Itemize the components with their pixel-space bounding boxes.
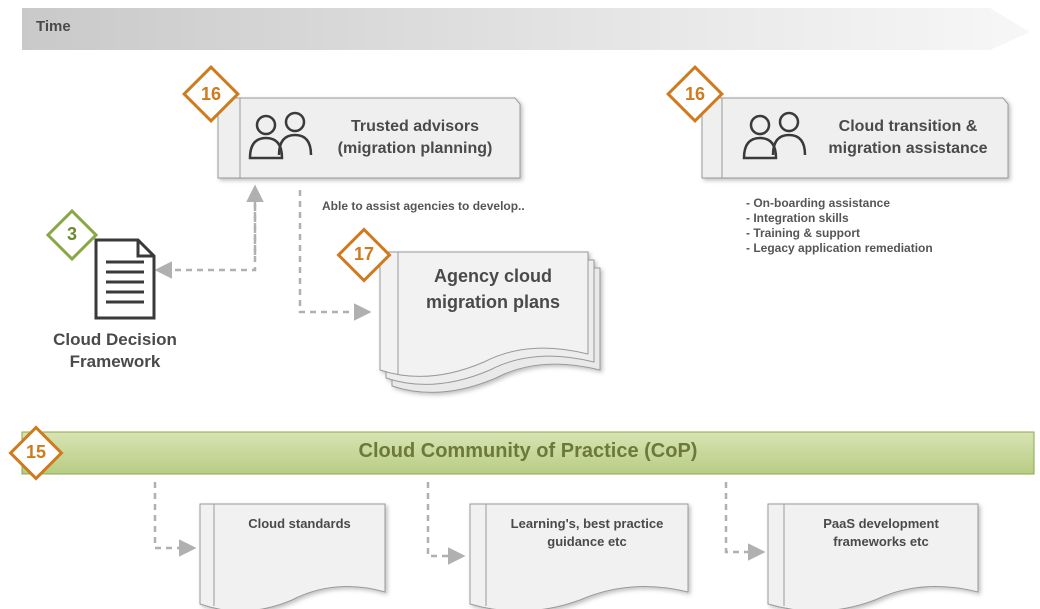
doc-learnings	[469, 503, 689, 609]
transition-bullet-list: - On-boarding assistance - Integration s…	[746, 196, 933, 256]
arrow-cop-to-paas	[724, 482, 766, 561]
transition-title-line1: Cloud transition &	[838, 118, 978, 135]
doc-paas	[767, 503, 979, 609]
badge-diamond-transition	[666, 65, 724, 123]
framework-label-line1: Cloud Decision	[53, 330, 177, 349]
badge-diamond-cop	[8, 425, 64, 481]
advisors-box	[217, 97, 521, 179]
advisors-title-line2: (migration planning)	[337, 140, 493, 157]
doc-learnings-line1: Learning's, best practice	[510, 516, 664, 531]
transition-title-line2: migration assistance	[828, 140, 988, 157]
doc-paas-line1: PaaS development	[823, 516, 939, 531]
framework-label-line2: Framework	[69, 352, 161, 371]
badge-diamond-advisors	[182, 65, 240, 123]
transition-bullet: - Legacy application remediation	[746, 241, 933, 255]
cop-title: Cloud Community of Practice (CoP)	[358, 440, 698, 462]
plans-label-line1: Agency cloud	[433, 266, 553, 286]
arrow-cop-to-learnings	[426, 482, 466, 565]
advisors-title-line1: Trusted advisors	[350, 118, 480, 135]
cop-bar	[21, 431, 1035, 475]
doc-standards	[199, 503, 386, 609]
transition-bullet: - Integration skills	[746, 211, 849, 225]
time-label: Time	[36, 18, 71, 35]
doc-standards-line1: Cloud standards	[248, 516, 351, 531]
plans-label-line2: migration plans	[425, 292, 560, 312]
badge-diamond-plans	[336, 227, 392, 283]
transition-bullet: - On-boarding assistance	[746, 196, 891, 210]
badge-framework: 3	[66, 224, 77, 244]
document-icon	[94, 238, 156, 320]
arrow-advisors-to-framework	[154, 190, 257, 279]
badge-advisors: 16	[200, 84, 222, 104]
plans-stack	[379, 251, 601, 393]
doc-paas-line2: frameworks etc	[833, 534, 929, 549]
advisors-note: Able to assist agencies to develop..	[322, 199, 525, 213]
people-icon-transition	[742, 111, 807, 160]
badge-transition: 16	[684, 84, 706, 104]
people-icon-advisors	[248, 111, 313, 160]
badge-diamond-framework	[45, 208, 99, 262]
arrow-advisors-to-plans	[298, 190, 372, 321]
doc-learnings-line2: guidance etc	[547, 534, 627, 549]
transition-bullet: - Training & support	[746, 226, 860, 240]
badge-plans: 17	[353, 244, 375, 264]
time-bar	[22, 8, 1030, 50]
arrow-cop-to-standards	[153, 482, 197, 557]
transition-box	[701, 97, 1009, 179]
badge-cop: 15	[25, 442, 47, 462]
